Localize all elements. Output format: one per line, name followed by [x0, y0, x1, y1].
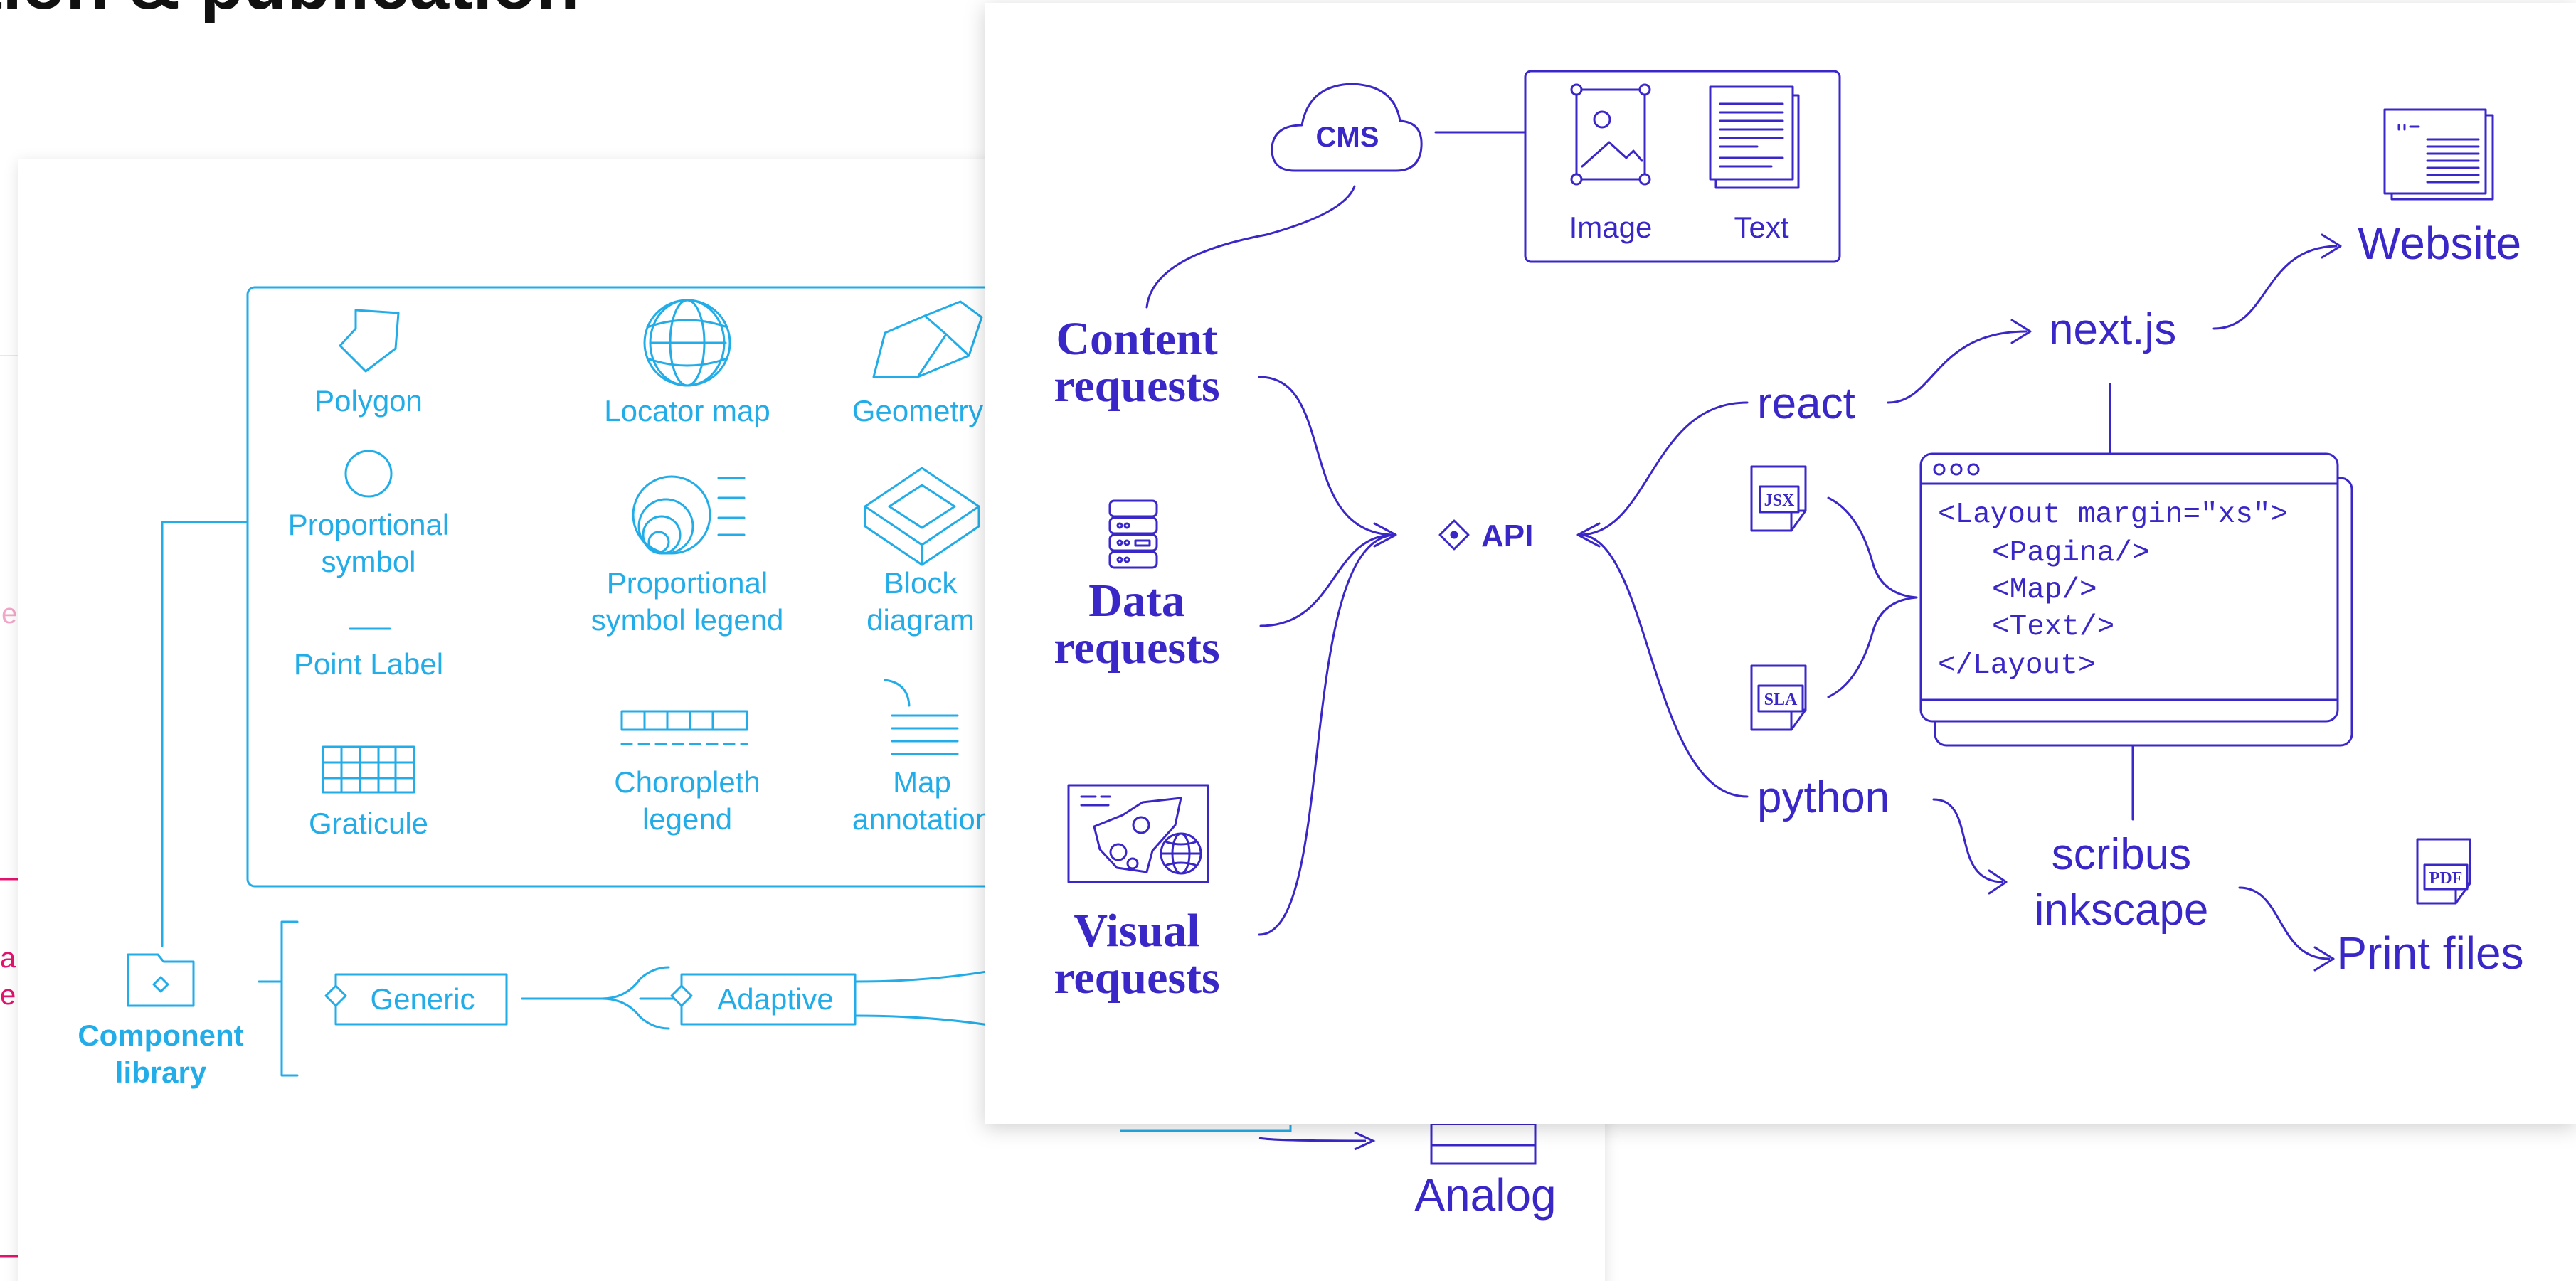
choropleth-legend-icon: [620, 710, 748, 745]
data-to-api-curve: [1259, 533, 1396, 627]
sla-file-icon: [1750, 664, 1807, 731]
next-to-website-arrowhead: [2321, 233, 2342, 259]
visual-requests-label-2: requests: [1054, 952, 1219, 1004]
locator-map-icon: [643, 299, 731, 387]
proportional-symbol-label-2: symbol: [321, 545, 415, 578]
nextjs-label: next.js: [2049, 305, 2176, 354]
component-library-diagram: [127, 286, 1032, 1077]
cms-cloud-icon: [1271, 83, 1423, 172]
api-to-python-curve: [1578, 533, 1749, 798]
sla-label: SLA: [1764, 691, 1798, 709]
visual-to-api-curve: [1258, 533, 1396, 936]
api-in-arrowhead: [1373, 522, 1397, 548]
python-to-scribus-curve: [1932, 798, 2003, 883]
api-out-arrowhead: [1576, 522, 1601, 548]
print-files-label: Print files: [2336, 927, 2523, 979]
graticule-icon: [322, 745, 415, 794]
proportional-symbol-legend-icon: [632, 475, 746, 555]
image-label: Image: [1569, 211, 1653, 244]
text-label: Text: [1734, 211, 1788, 244]
code-line-4: <Text/>: [1992, 611, 2114, 644]
block-diagram-label-2: diagram: [866, 603, 975, 637]
python-label: python: [1757, 773, 1889, 822]
content-requests-label-1: Content: [1056, 313, 1217, 365]
analog-label: Analog: [1414, 1169, 1556, 1221]
database-icon: [1108, 499, 1158, 569]
next-to-website-curve: [2212, 245, 2338, 330]
api-icon: [1438, 519, 1470, 551]
jsx-label: JSX: [1764, 491, 1795, 510]
image-icon: [1570, 83, 1651, 186]
publishing-flow-diagram: [1067, 70, 2494, 972]
files-bracket: [1827, 496, 1918, 698]
map-annotation-label-2: annotation: [852, 802, 992, 836]
proportional-symbol-label-1: Proportional: [288, 508, 449, 541]
graticule-label: Graticule: [309, 807, 428, 840]
scribus-label: scribus: [2052, 830, 2191, 879]
jsx-file-icon: [1750, 465, 1807, 532]
adaptive-label: Adaptive: [717, 982, 833, 1016]
adaptive-glyph-icon: [670, 984, 693, 1007]
react-to-next-curve: [1887, 330, 2028, 404]
inkscape-to-print-arrowhead: [2313, 946, 2335, 972]
data-requests-label-1: Data: [1088, 575, 1185, 627]
pdf-file-icon: [2416, 838, 2471, 905]
library-connector: [161, 521, 249, 947]
website-label: Website: [2358, 218, 2521, 269]
code-line-2: <Pagina/>: [1992, 537, 2149, 570]
block-diagram-label-1: Block: [884, 566, 958, 600]
folder-icon: [127, 953, 195, 1007]
window-dot-3: [1967, 463, 1980, 476]
analog-fragment: [1120, 1122, 1537, 1165]
left-partial-text-1: e: [1, 598, 17, 629]
map-annotation-label-1: Map: [893, 765, 951, 799]
geometry-icon: [872, 300, 983, 378]
react-to-next-arrowhead: [2010, 319, 2032, 344]
code-line-5: </Layout>: [1938, 649, 2095, 682]
website-icon: [2383, 108, 2494, 201]
pdf-label: PDF: [2429, 869, 2463, 888]
generic-label: Generic: [370, 982, 475, 1016]
data-requests-label-2: requests: [1054, 622, 1219, 674]
polygon-label: Polygon: [314, 384, 423, 418]
component-library-label-2: library: [115, 1056, 207, 1089]
proportional-symbol-icon: [344, 450, 393, 498]
generic-glyph-icon: [324, 984, 347, 1007]
inkscape-to-print-curve: [2238, 886, 2331, 960]
cms-label: CMS: [1316, 122, 1379, 153]
locator-map-label: Locator map: [604, 394, 770, 427]
content-to-api-curve: [1258, 376, 1396, 536]
visual-requests-label-1: Visual: [1074, 905, 1199, 957]
library-bracket: [280, 920, 299, 1077]
page-heading: tion & publication: [0, 0, 579, 24]
proportional-symbol-legend-label-1: Proportional: [607, 566, 768, 600]
choropleth-legend-label-2: legend: [642, 802, 732, 836]
geometry-label: Geometry: [852, 394, 983, 427]
content-requests-label-2: requests: [1054, 360, 1219, 412]
api-label: API: [1481, 519, 1533, 553]
python-to-scribus-arrowhead: [1988, 869, 2008, 895]
polygon-icon: [339, 309, 400, 373]
visual-map-icon: [1067, 784, 1209, 883]
code-line-3: <Map/>: [1992, 574, 2097, 607]
text-document-icon: [1709, 85, 1800, 189]
code-window: [1919, 452, 2339, 723]
code-line-1: <Layout margin="xs">: [1938, 499, 2288, 531]
component-library-label-1: Component: [78, 1019, 243, 1052]
assets-box: [1524, 70, 1841, 263]
block-diagram-icon: [864, 467, 980, 566]
point-label-label: Point Label: [294, 647, 443, 681]
react-label: react: [1757, 379, 1855, 428]
cms-to-content-connector: [1145, 185, 1356, 309]
window-dot-2: [1950, 463, 1963, 476]
window-dot-1: [1933, 463, 1946, 476]
proportional-symbol-legend-label-2: symbol legend: [591, 603, 784, 637]
left-partial-text-3: e: [0, 979, 16, 1011]
api-to-react-curve: [1578, 401, 1749, 536]
map-annotation-icon: [884, 679, 959, 755]
left-partial-text-2: a: [0, 942, 16, 974]
inkscape-label: inkscape: [2035, 886, 2209, 935]
choropleth-legend-label-1: Choropleth: [614, 765, 760, 799]
